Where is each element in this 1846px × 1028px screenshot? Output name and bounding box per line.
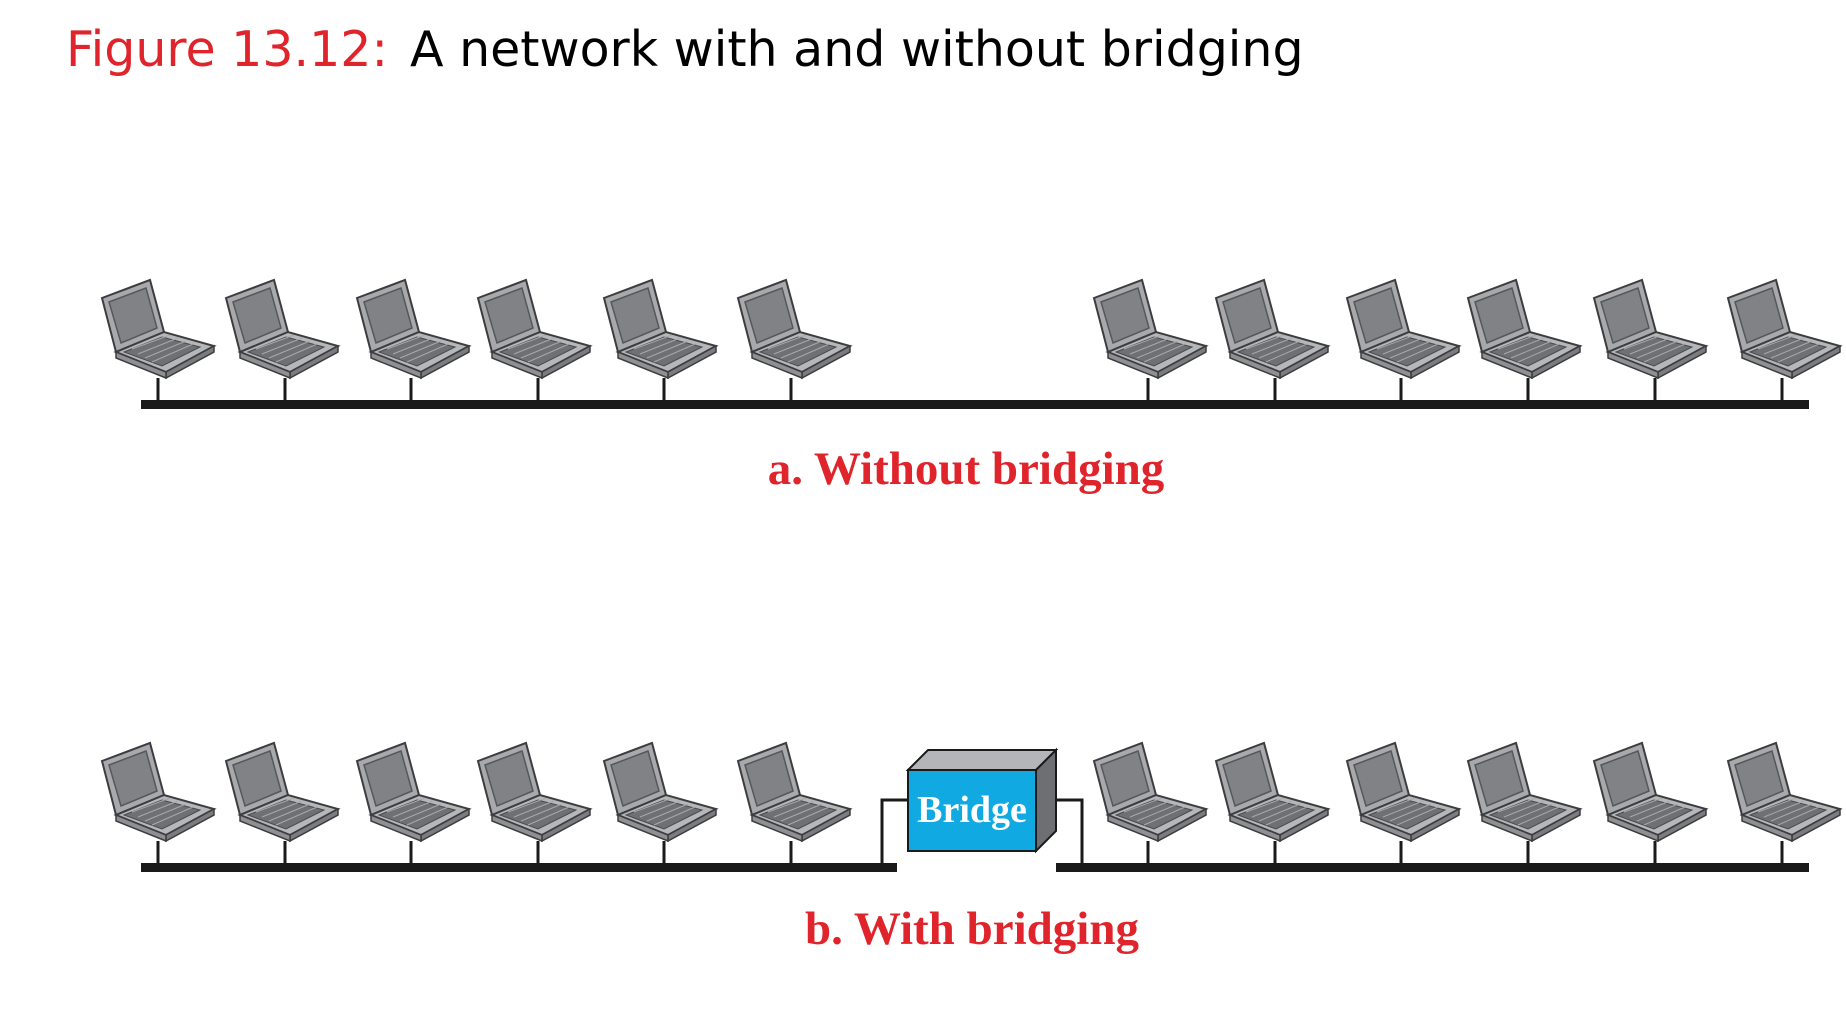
bridge-link-left: [880, 798, 908, 863]
lan-segment-right: [1056, 863, 1809, 872]
laptop-icon: [1727, 742, 1841, 842]
laptop-icon: [1093, 742, 1207, 842]
laptop-icon: [1215, 742, 1329, 842]
laptop-icon: [101, 742, 215, 842]
figure-title: Figure 13.12: A network with and without …: [66, 18, 1304, 82]
panel-with-bridging: Bridge b. With bridging: [101, 742, 1841, 955]
laptop-icon: [1093, 279, 1207, 379]
laptop-icon: [1593, 742, 1707, 842]
laptop-icon: [1467, 742, 1581, 842]
figure-caption: A network with and without bridging: [409, 21, 1304, 78]
laptop-icon: [1467, 279, 1581, 379]
laptop-icon: [1215, 279, 1329, 379]
bridge-label: Bridge: [917, 789, 1027, 831]
laptop-icon: [356, 279, 470, 379]
laptop-icon: [477, 279, 591, 379]
panel-label-with-bridging: b. With bridging: [805, 903, 1139, 955]
bridge-link-right: [1052, 798, 1084, 863]
laptop-icon: [356, 742, 470, 842]
bridge-box-icon: Bridge: [905, 747, 1059, 854]
laptop-icon: [1346, 279, 1460, 379]
laptop-icon: [1593, 279, 1707, 379]
laptop-icon: [225, 279, 339, 379]
laptop-icon: [101, 279, 215, 379]
lan-segment: [141, 400, 1809, 409]
laptop-icon: [1727, 279, 1841, 379]
laptop-icon: [477, 742, 591, 842]
figure-separator: :: [371, 21, 388, 78]
laptop-icon: [1346, 742, 1460, 842]
lan-segment-left: [141, 863, 897, 872]
figure-number: Figure 13.12: [66, 21, 372, 78]
panel-label-without-bridging: a. Without bridging: [768, 443, 1165, 495]
laptop-icon: [737, 279, 851, 379]
laptop-icon: [603, 279, 717, 379]
laptop-icon: [603, 742, 717, 842]
panel-without-bridging: a. Without bridging: [101, 279, 1841, 495]
laptop-icon: [737, 742, 851, 842]
laptop-icon: [225, 742, 339, 842]
